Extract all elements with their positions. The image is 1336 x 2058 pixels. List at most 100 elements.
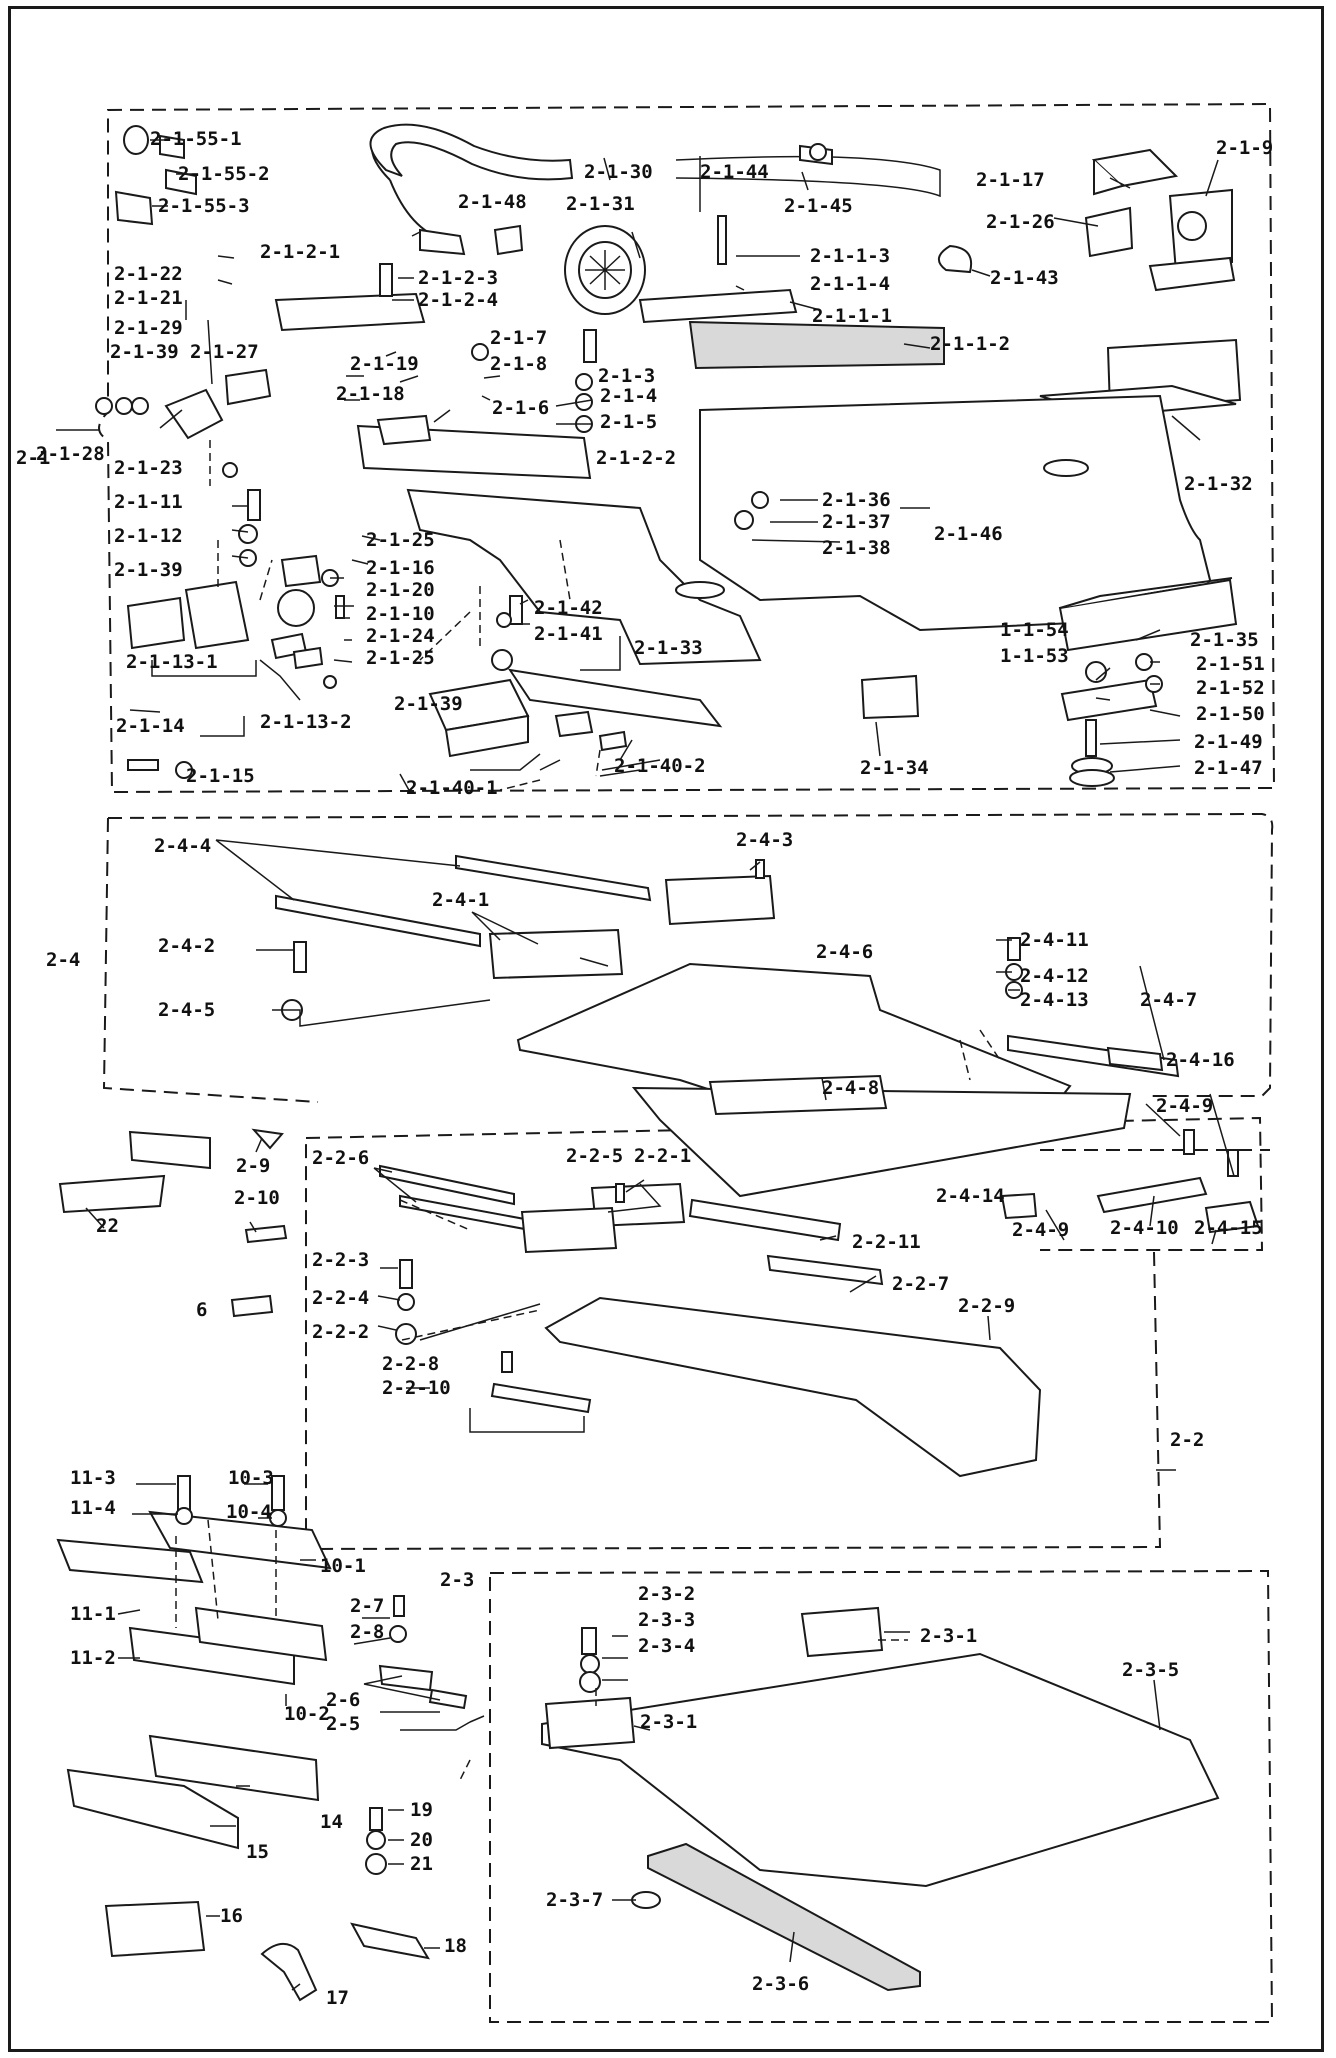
part-label-2-1-37: 2-1-37 xyxy=(822,511,891,533)
part-label-2-2-11: 2-2-11 xyxy=(852,1231,921,1253)
part-label-2-4-9: 2-4-9 xyxy=(1012,1219,1069,1241)
part-label-2-2-10: 2-2-10 xyxy=(382,1377,451,1399)
part-label-2-2-2: 2-2-2 xyxy=(312,1321,369,1343)
cylinder-2-1-13-1 xyxy=(126,554,345,670)
part-6 xyxy=(230,1294,274,1318)
blocks-2-4-1 xyxy=(488,859,776,980)
part-label-2-1-50: 2-1-50 xyxy=(1196,703,1265,725)
part-label-2-1-44: 2-1-44 xyxy=(700,161,769,183)
part-label-2-1-45: 2-1-45 xyxy=(784,195,853,217)
part-label-2-1-43: 2-1-43 xyxy=(990,267,1059,289)
part-label-2-3-5: 2-3-5 xyxy=(1122,1659,1179,1681)
part-label-2-1-31: 2-1-31 xyxy=(566,193,635,215)
bracket-2-1-33 xyxy=(507,668,723,728)
bracket-2-4-10 xyxy=(1000,1129,1260,1234)
part-label-2-1-24: 2-1-24 xyxy=(366,625,435,647)
part-label-21: 21 xyxy=(410,1853,433,1875)
part-label-10-4: 10-4 xyxy=(226,1501,272,1523)
part-label-2-1-1-3: 2-1-1-3 xyxy=(810,245,890,267)
part-label-2-1-55-2: 2-1-55-2 xyxy=(178,163,270,185)
part-label-2-1-23: 2-1-23 xyxy=(114,457,183,479)
part-label-2-1-39: 2-1-39 xyxy=(394,693,463,715)
parts-10-11 xyxy=(56,1475,332,1686)
part-label-2-4-12: 2-4-12 xyxy=(1020,965,1089,987)
part-label-2-3-1: 2-3-1 xyxy=(920,1625,977,1647)
part-22 xyxy=(58,1130,211,1214)
part-label-1-1-53: 1-1-53 xyxy=(1000,645,1069,667)
part-label-2-1-38: 2-1-38 xyxy=(822,537,891,559)
part-label-2-4-7: 2-4-7 xyxy=(1140,989,1197,1011)
bracket-upper-right xyxy=(938,148,1236,292)
part-label-2-4-16: 2-4-16 xyxy=(1166,1049,1235,1071)
part-label-2-8: 2-8 xyxy=(350,1621,384,1643)
part-2-10 xyxy=(244,1224,288,1244)
rods-2-2-6 xyxy=(379,1164,531,1232)
part-label-2-1-55-1: 2-1-55-1 xyxy=(150,128,242,150)
part-label-2-3-7: 2-3-7 xyxy=(546,1889,603,1911)
part-label-2-1-40-1: 2-1-40-1 xyxy=(406,777,498,799)
part-label-2-1-1-2: 2-1-1-2 xyxy=(930,333,1010,355)
part-label-2-1-21: 2-1-21 xyxy=(114,287,183,309)
part-label-2-2-3: 2-2-3 xyxy=(312,1249,369,1271)
part-label-2-1-28: 2-1-28 xyxy=(36,443,105,465)
rods-2-4-4 xyxy=(275,854,652,948)
blocks-2-2-1 xyxy=(520,1182,686,1254)
plate-2-1-34 xyxy=(860,674,920,720)
part-label-11-3: 11-3 xyxy=(70,1467,116,1489)
part-label-2-6: 2-6 xyxy=(326,1689,360,1711)
part-label-2-3-4: 2-3-4 xyxy=(638,1635,695,1657)
part-label-11-1: 11-1 xyxy=(70,1603,116,1625)
part-label-2-1-1-4: 2-1-1-4 xyxy=(810,273,890,295)
bar-2-1-1-1 xyxy=(638,215,945,370)
part-label-15: 15 xyxy=(246,1841,269,1863)
part-label-2-4-4: 2-4-4 xyxy=(154,835,211,857)
part-label-2-4-11: 2-4-11 xyxy=(1020,929,1089,951)
part-label-2-10: 2-10 xyxy=(234,1187,280,1209)
part-label-2-7: 2-7 xyxy=(350,1595,384,1617)
blocks-2-3-1 xyxy=(544,1606,884,1750)
part-label-2-2-1: 2-2-1 xyxy=(634,1145,691,1167)
labels-group-2-1: 2-1-55-1 2-1-55-2 2-1-55-3 2-1-30 2-1-44 2-1-… xyxy=(36,128,1273,799)
bar-2-4-7 xyxy=(1007,1034,1180,1078)
part-label-2-1-34: 2-1-34 xyxy=(860,757,929,779)
part-label-2-2-6: 2-2-6 xyxy=(312,1147,369,1169)
part-label-22: 22 xyxy=(96,1215,119,1237)
block-2-1-40-1 xyxy=(428,678,628,758)
part-label-17: 17 xyxy=(326,1987,349,2009)
part-label-2-3-3: 2-3-3 xyxy=(638,1609,695,1631)
part-label-2-1-11: 2-1-11 xyxy=(114,491,183,513)
part-label-2-1-26: 2-1-26 xyxy=(986,211,1055,233)
part-label-2-1-29: 2-1-29 xyxy=(114,317,183,339)
part-label-2-1-36: 2-1-36 xyxy=(822,489,891,511)
part-label-2-1-16: 2-1-16 xyxy=(366,557,435,579)
part-17 xyxy=(260,1943,318,2002)
part-label-11-4: 11-4 xyxy=(70,1497,116,1519)
part-label-2-1-5: 2-1-5 xyxy=(600,411,657,433)
part-label-2-4-8: 2-4-8 xyxy=(822,1077,879,1099)
part-label-2-1-15: 2-1-15 xyxy=(186,765,255,787)
part-label-2-3-1: 2-3-1 xyxy=(640,1711,697,1733)
part-label-2-1-13-2: 2-1-13-2 xyxy=(260,711,352,733)
part-label-10-2: 10-2 xyxy=(284,1703,330,1725)
part-label-2-1-6: 2-1-6 xyxy=(492,397,549,419)
part-label-2-1-48: 2-1-48 xyxy=(458,191,527,213)
part-label-2-4-14: 2-4-14 xyxy=(936,1185,1005,1207)
part-label-2-1-39: 2-1-39 xyxy=(114,559,183,581)
group-labels: 2-1 2-4 2-2 2-3 xyxy=(16,447,1204,1591)
part-label-2-1-49: 2-1-49 xyxy=(1194,731,1263,753)
part-label-2-1-33: 2-1-33 xyxy=(634,637,703,659)
part-label-2-1-42: 2-1-42 xyxy=(534,597,603,619)
part-label-2-1-55-3: 2-1-55-3 xyxy=(158,195,250,217)
part-label-2-1-30: 2-1-30 xyxy=(584,161,653,183)
strip-2-2-11 xyxy=(688,1198,884,1286)
part-label-1-1-54: 1-1-54 xyxy=(1000,619,1069,641)
part-label-16: 16 xyxy=(220,1905,243,1927)
parts-2-5-2-8 xyxy=(378,1595,468,1710)
part-18 xyxy=(350,1922,431,1960)
part-label-2-1-39: 2-1-39 xyxy=(110,341,179,363)
part-label-2-4-10: 2-4-10 xyxy=(1110,1217,1179,1239)
part-label-14: 14 xyxy=(320,1811,343,1833)
part-label-2-1-17: 2-1-17 xyxy=(976,169,1045,191)
parts-19-21 xyxy=(365,1807,387,1875)
